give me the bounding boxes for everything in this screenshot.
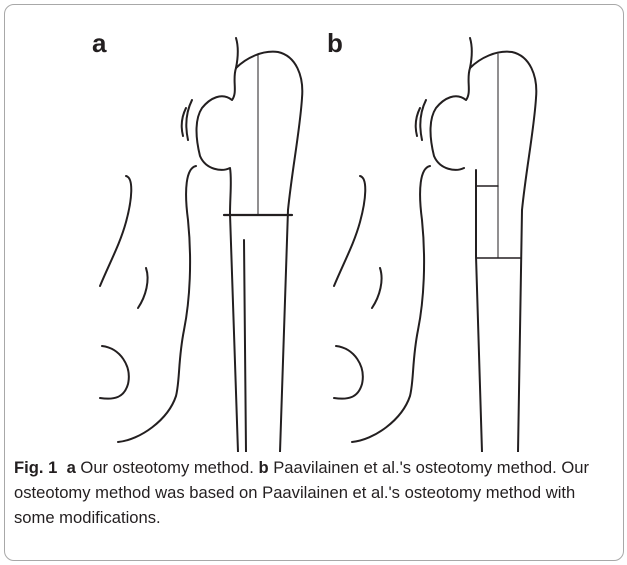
shaft-left — [476, 256, 482, 452]
medullary-line — [244, 240, 246, 452]
femur-illustration — [0, 0, 627, 452]
shaft-left — [230, 214, 238, 452]
pelvis-fragment-1 — [100, 176, 131, 286]
figure-caption: Fig. 1 a Our osteotomy method. b Paavila… — [14, 455, 614, 530]
caption-part-a-text: Our osteotomy method. — [76, 458, 259, 477]
pelvis-fragment-2 — [372, 268, 382, 308]
panel-a-drawing — [100, 38, 302, 452]
neck-outline — [431, 68, 471, 170]
panel-a-label: a — [92, 30, 106, 56]
pelvis-fragment-3 — [100, 346, 129, 399]
panel-b-label: b — [327, 30, 343, 56]
caption-fig-label: Fig. 1 — [14, 458, 57, 477]
shaft-right — [518, 210, 522, 452]
acetabulum-arc-2 — [416, 108, 420, 136]
acetabulum-arc-2 — [182, 108, 186, 136]
trochanter-tip — [470, 38, 472, 68]
neck-outline — [197, 68, 237, 214]
panel-b-drawing — [334, 38, 536, 452]
acetabulum-arc-1 — [186, 100, 192, 140]
pelvis-fragment-1 — [334, 176, 365, 286]
caption-part-a-label: a — [67, 458, 76, 477]
acetabulum-arc-1 — [420, 100, 426, 140]
caption-part-b-label: b — [258, 458, 268, 477]
femoral-head-outline — [236, 52, 302, 210]
pelvis-fragment-3 — [334, 346, 363, 399]
shaft-right — [280, 210, 288, 452]
trochanter-tip — [236, 38, 238, 68]
pelvis-fragment-2 — [138, 268, 148, 308]
